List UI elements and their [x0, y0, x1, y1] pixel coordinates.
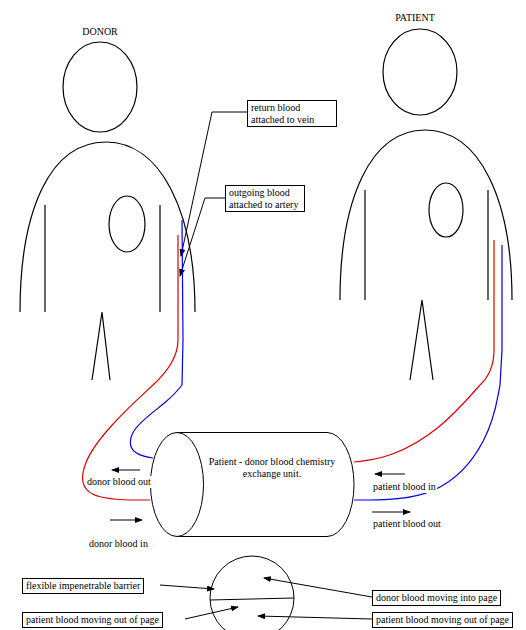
- blood-tube: [182, 220, 183, 385]
- blood-tube: [500, 245, 502, 385]
- flow-arrow: [372, 512, 410, 513]
- body-outline: [487, 190, 488, 300]
- callout-text: patient blood moving out of page: [26, 614, 159, 626]
- body-outline: [63, 42, 137, 132]
- callout-text: return blood attached to vein: [251, 102, 333, 125]
- blood-tube: [480, 240, 494, 385]
- flow-label: patient blood in: [372, 481, 437, 493]
- flow-label: donor blood in: [88, 538, 149, 550]
- body-outline: [364, 190, 365, 300]
- leader-line: [160, 585, 214, 589]
- callout-text: outgoing blood attached to artery: [229, 187, 301, 210]
- body-outline: [410, 300, 433, 380]
- flow-arrow: [110, 520, 142, 521]
- flow-label-holder: donor blood in: [88, 538, 149, 550]
- body-outline: [20, 142, 195, 312]
- cross-section-circle: [210, 556, 294, 630]
- body-outline: [429, 183, 463, 237]
- callout-box: patient blood moving out of page: [22, 612, 163, 628]
- leader-line: [181, 112, 247, 256]
- flow-label: patient blood out: [372, 518, 442, 530]
- callout-box: flexible impenetrable barrier: [22, 578, 144, 594]
- callout-text: flexible impenetrable barrier: [26, 580, 140, 592]
- leader-line: [258, 616, 372, 619]
- flow-arrow: [375, 474, 405, 475]
- figure-label: DONOR: [75, 26, 125, 38]
- flow-label: donor blood out: [86, 476, 152, 488]
- figure-outline: [330, 8, 520, 385]
- callout-box: patient blood moving out of page: [372, 612, 513, 628]
- body-outline: [159, 205, 160, 312]
- person-figure: PATIENT: [330, 8, 520, 385]
- blood-tube: [354, 385, 480, 462]
- body-outline: [340, 130, 512, 300]
- leader-line: [180, 198, 225, 276]
- figure-outline: [15, 22, 205, 385]
- flow-label-holder: patient blood in: [372, 481, 437, 493]
- unit-label: Patient - donor blood chemistry exchange…: [208, 456, 336, 479]
- flow-arrow: [112, 470, 140, 471]
- leader-line: [264, 578, 372, 597]
- callout-box: donor blood moving into page: [372, 590, 501, 606]
- exchange-cylinder: Patient - donor blood chemistry exchange…: [150, 432, 354, 537]
- leader-line: [185, 607, 238, 619]
- callout-text: patient blood moving out of page: [376, 614, 509, 626]
- callout-text: donor blood moving into page: [376, 592, 497, 604]
- figure-label: PATIENT: [390, 12, 440, 24]
- body-outline: [383, 29, 457, 115]
- barrier-line: [210, 598, 294, 600]
- body-outline: [44, 205, 45, 312]
- callout-box: outgoing blood attached to artery: [225, 185, 305, 212]
- blood-tube: [153, 235, 178, 385]
- person-figure: DONOR: [15, 22, 205, 385]
- callout-box: return blood attached to vein: [247, 100, 337, 127]
- flow-label-holder: donor blood out: [86, 476, 152, 488]
- body-outline: [109, 196, 145, 252]
- flow-label-holder: patient blood out: [372, 518, 442, 530]
- cylinder-end: [151, 433, 204, 537]
- cylinder-outline: [150, 432, 354, 537]
- blood-tube: [354, 385, 500, 500]
- blood-tube: [83, 385, 153, 500]
- body-outline: [92, 312, 110, 380]
